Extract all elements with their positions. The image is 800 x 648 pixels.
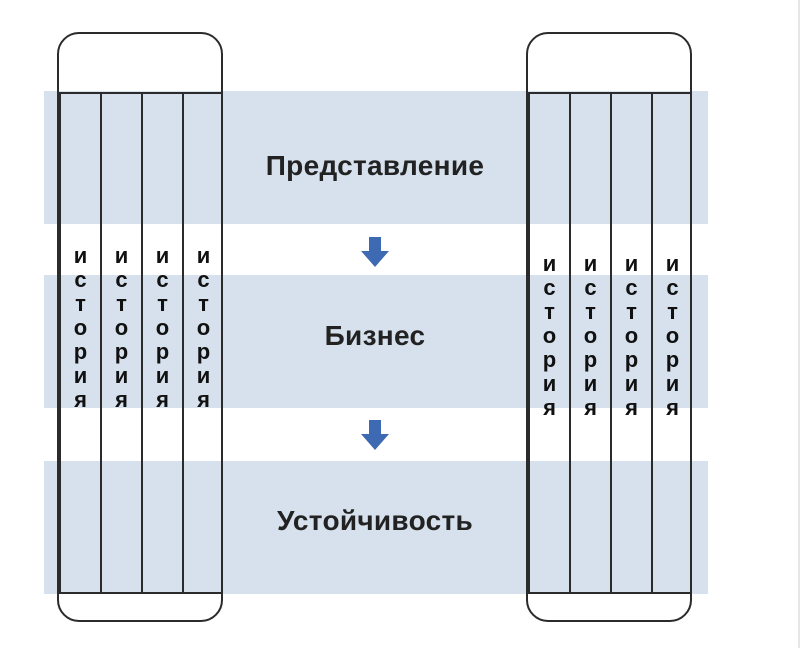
story-column: история [182, 92, 223, 592]
story-stack-right: история история история история [526, 32, 692, 622]
story-column: история [100, 92, 141, 592]
story-column: история [610, 92, 651, 592]
story-column-label: история [114, 243, 129, 412]
stack-cap-divider [528, 92, 690, 94]
stack-cap-divider [528, 592, 690, 594]
story-column-label: история [155, 243, 170, 412]
layer-band-sustainability [44, 461, 708, 594]
layer-label-business: Бизнес [324, 320, 426, 351]
layer-label-presentation: Представление [265, 150, 485, 181]
stack-cap-divider [59, 592, 221, 594]
story-column: история [528, 92, 569, 592]
arrow-down-icon [361, 237, 389, 267]
story-column: история [651, 92, 692, 592]
story-column: история [141, 92, 182, 592]
story-column-label: история [196, 243, 211, 412]
story-column: история [569, 92, 610, 592]
layer-band-presentation [44, 91, 708, 224]
stack-cap-divider [59, 92, 221, 94]
story-column-label: история [542, 251, 557, 420]
frame-edge [798, 0, 800, 648]
arrow-down-icon [361, 420, 389, 450]
layer-band-business [44, 275, 708, 408]
story-column-label: история [73, 243, 88, 412]
story-stack-left: история история история история [57, 32, 223, 622]
story-column-label: история [583, 251, 598, 420]
layer-label-sustainability: Устойчивость [276, 505, 474, 536]
story-column-label: история [624, 251, 639, 420]
story-column: история [59, 92, 100, 592]
story-column-label: история [665, 251, 680, 420]
